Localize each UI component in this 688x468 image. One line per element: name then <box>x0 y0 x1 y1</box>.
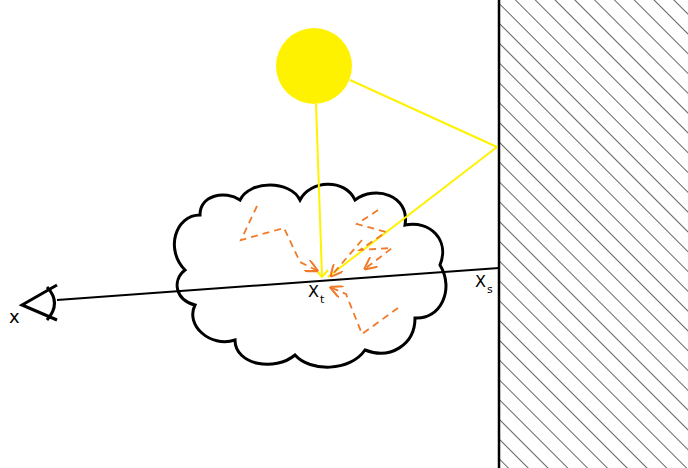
wall-surface <box>499 0 688 468</box>
view-ray <box>57 268 499 300</box>
scatter-paths <box>241 206 398 334</box>
sun <box>276 28 352 104</box>
eye-symbol <box>22 285 57 320</box>
point-subscript: t <box>319 294 325 305</box>
eye-point-label: x <box>8 308 21 326</box>
point-subscript: s <box>486 284 494 295</box>
wall-edge <box>498 0 501 468</box>
light-rays <box>316 80 497 277</box>
